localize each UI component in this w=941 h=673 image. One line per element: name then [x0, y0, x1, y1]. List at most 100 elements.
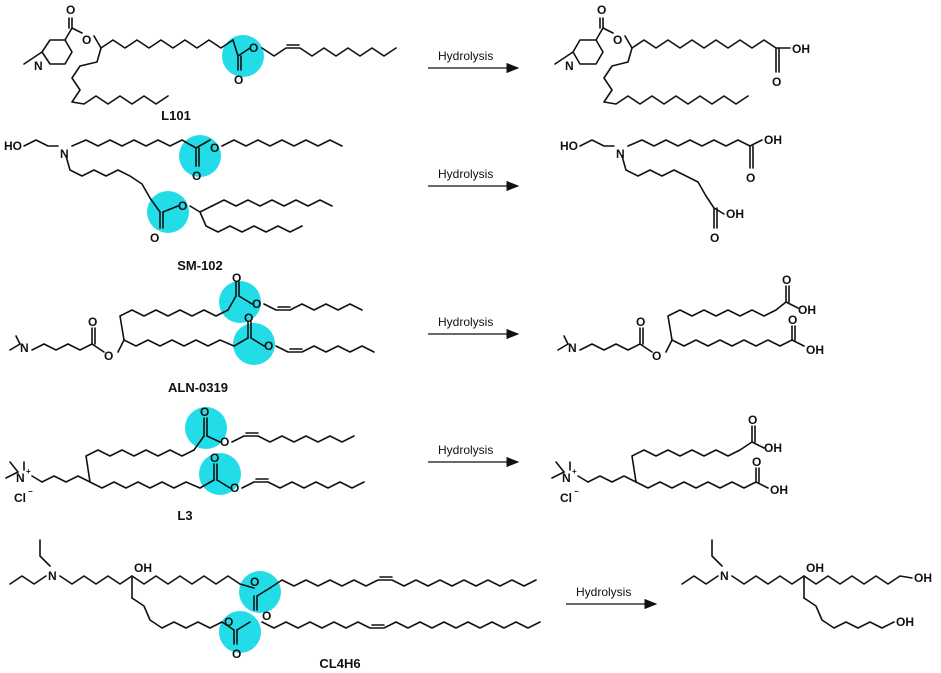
atom-o: O [748, 413, 757, 427]
atom-o: O [652, 349, 661, 363]
reaction-l3: N + Cl − O O O O L3 Hydrolysis [5, 405, 788, 523]
atom-n: N [565, 59, 574, 73]
ester-highlight [185, 407, 227, 449]
atom-o: O [224, 615, 233, 629]
atom-oh: OH [134, 561, 152, 575]
atom-o: O [613, 33, 622, 47]
atom-o: O [782, 273, 791, 287]
atom-o: O [772, 75, 781, 89]
atom-o: O [597, 3, 606, 17]
product-l101: O O N OH O [554, 3, 810, 105]
atom-o: O [192, 169, 201, 183]
atom-o: O [752, 455, 761, 469]
atom-o: O [746, 171, 755, 185]
atom-n: N [60, 147, 69, 161]
atom-o: O [264, 339, 273, 353]
arrow-label: Hydrolysis [438, 167, 493, 181]
atom-o: O [234, 73, 243, 87]
reactant-l3: N + Cl − O O O O L3 [5, 405, 365, 523]
product-sm102: HO N OH O OH O [560, 133, 782, 245]
atom-o: O [178, 199, 187, 213]
reaction-arrow: Hydrolysis [428, 167, 520, 192]
reaction-arrow: Hydrolysis [566, 585, 658, 610]
reaction-sm102: HO N O O O O SM-102 Hydrolysis HO N OH O… [4, 133, 782, 273]
reactant-label: ALN-0319 [168, 380, 228, 395]
ester-highlight [222, 35, 264, 77]
atom-o: O [710, 231, 719, 245]
atom-n: N [568, 341, 577, 355]
reaction-arrow: Hydrolysis [428, 49, 520, 74]
atom-oh: OH [798, 303, 816, 317]
atom-n: N [20, 341, 29, 355]
reactant-aln0319: N O O O O O O ALN-0319 [9, 271, 375, 395]
reactant-label: L3 [177, 508, 192, 523]
arrow-label: Hydrolysis [438, 49, 493, 63]
atom-n: N [616, 147, 625, 161]
atom-n: N [720, 569, 729, 583]
atom-o: O [230, 481, 239, 495]
ester-highlight [219, 281, 261, 323]
atom-ho: HO [560, 139, 578, 153]
arrow-label: Hydrolysis [438, 443, 493, 457]
atom-oh: OH [764, 441, 782, 455]
atom-o: O [210, 451, 219, 465]
atom-n: N [48, 569, 57, 583]
atom-oh: OH [806, 343, 824, 357]
reaction-l101: O O N O O L101 Hydrolysis O O N OH [23, 3, 810, 123]
atom-oh: OH [770, 483, 788, 497]
atom-o: O [252, 297, 261, 311]
atom-oh: OH [764, 133, 782, 147]
atom-o: O [262, 609, 271, 623]
reaction-arrow: Hydrolysis [428, 315, 520, 340]
product-cl4h6: N OH OH OH [681, 539, 932, 629]
atom-ho: HO [4, 139, 22, 153]
ester-highlight [147, 191, 189, 233]
product-l3: N + Cl − O OH O OH [551, 413, 788, 505]
atom-o: O [82, 33, 91, 47]
charge-minus: − [28, 487, 33, 496]
ester-highlight [179, 135, 221, 177]
atom-o: O [636, 315, 645, 329]
atom-o: O [88, 315, 97, 329]
atom-o: O [232, 647, 241, 661]
reaction-cl4h6: N OH O O O O CL4H6 Hydrolysis N OH OH OH [9, 539, 932, 671]
atom-oh: OH [792, 42, 810, 56]
atom-o: O [66, 3, 75, 17]
charge-minus: − [574, 487, 579, 496]
reactant-cl4h6: N OH O O O O CL4H6 [9, 539, 541, 671]
charge-plus: + [26, 467, 31, 476]
atom-o: O [200, 405, 209, 419]
atom-oh: OH [726, 207, 744, 221]
reactant-label: SM-102 [177, 258, 223, 273]
ester-highlight [239, 571, 281, 613]
ester-highlight [199, 453, 241, 495]
atom-o: O [250, 575, 259, 589]
atom-o: O [244, 311, 253, 325]
atom-o: O [210, 141, 219, 155]
reaction-aln0319: N O O O O O O ALN-0319 Hydrolysis [9, 271, 824, 395]
atom-n: N [16, 471, 25, 485]
atom-n: N [562, 471, 571, 485]
atom-o: O [788, 313, 797, 327]
reactant-label: L101 [161, 108, 191, 123]
reaction-arrow: Hydrolysis [428, 443, 520, 468]
atom-o: O [220, 435, 229, 449]
arrow-label: Hydrolysis [438, 315, 493, 329]
atom-oh: OH [806, 561, 824, 575]
atom-o: O [249, 41, 258, 55]
ester-highlight [233, 323, 275, 365]
reactant-label: CL4H6 [319, 656, 360, 671]
arrow-label: Hydrolysis [576, 585, 631, 599]
atom-oh: OH [896, 615, 914, 629]
charge-plus: + [572, 467, 577, 476]
atom-oh: OH [914, 571, 932, 585]
product-aln0319: N O O O OH O OH [557, 273, 824, 363]
atom-cl: Cl [560, 491, 572, 505]
atom-n: N [34, 59, 43, 73]
atom-cl: Cl [14, 491, 26, 505]
atom-o: O [232, 271, 241, 285]
atom-o: O [104, 349, 113, 363]
reactant-l101: O O N O O L101 [23, 3, 397, 123]
reactant-sm102: HO N O O O O SM-102 [4, 135, 343, 273]
